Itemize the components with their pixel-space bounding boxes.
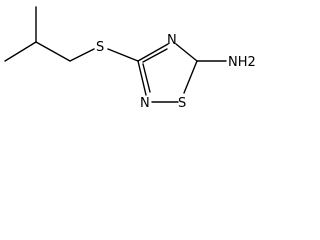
atom-sulfur-ring: S: [178, 96, 186, 111]
bond-methyl-left: [4, 41, 37, 62]
atom-sulfur-thioether: S: [96, 40, 104, 55]
bond-n2-c3-double: [142, 63, 151, 93]
structure-diagram: S N N S NH2: [0, 0, 268, 119]
bond-ch2-s: [69, 48, 95, 62]
atom-nitrogen-bottom: N: [140, 96, 150, 111]
bond-c5-s1: [183, 60, 198, 94]
bond-c3-n4: [137, 43, 169, 62]
bond-n4-c5: [175, 43, 198, 62]
bond-n2-c3: [137, 60, 147, 96]
bond-ch-ch2: [35, 41, 71, 62]
atom-amine: NH2: [228, 55, 256, 70]
bond-c3-n4-double: [142, 48, 168, 63]
bond-s-c3: [107, 48, 139, 62]
atom-nitrogen-top: N: [167, 33, 177, 48]
molecule-svg: S N N S NH2: [4, 6, 256, 111]
